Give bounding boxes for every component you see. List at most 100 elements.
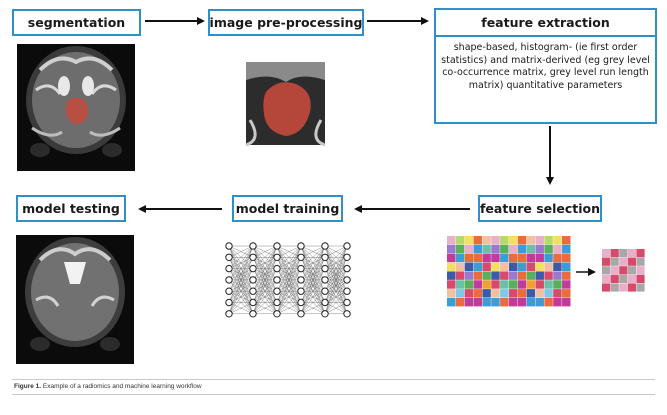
feature-matrix-cell bbox=[553, 253, 562, 263]
selected-feature-cell bbox=[610, 274, 619, 283]
feature-matrix-cell bbox=[500, 280, 509, 289]
nn-node bbox=[297, 264, 305, 273]
nn-connection bbox=[300, 245, 326, 281]
selected-feature-cell bbox=[627, 283, 636, 292]
feature-matrix-cell bbox=[455, 271, 465, 280]
stage-feature-selection-label: feature selection bbox=[479, 201, 601, 216]
feature-matrix-cell bbox=[455, 236, 465, 245]
nn-node bbox=[273, 310, 281, 318]
nn-node bbox=[249, 298, 257, 307]
nn-node bbox=[225, 310, 233, 318]
nn-node bbox=[225, 264, 233, 273]
nn-connection bbox=[252, 279, 278, 314]
feature-matrix-cell bbox=[562, 280, 571, 289]
nn-connection bbox=[228, 268, 254, 314]
feature-matrix-cell bbox=[473, 262, 482, 271]
nn-node bbox=[343, 287, 351, 295]
feature-matrix-cell bbox=[473, 289, 482, 298]
feature-matrix-cell bbox=[562, 253, 571, 263]
nn-connection bbox=[300, 245, 326, 258]
selected-feature-cell bbox=[619, 266, 628, 275]
nn-connection bbox=[276, 268, 302, 314]
feature-matrix-cell bbox=[447, 244, 456, 254]
feature-matrix-cell bbox=[464, 253, 474, 263]
nn-connection bbox=[300, 268, 326, 314]
nn-node bbox=[343, 264, 351, 273]
feature-matrix-cell bbox=[562, 262, 571, 271]
nn-connection bbox=[228, 245, 254, 281]
nn-connection bbox=[252, 245, 278, 292]
selected-feature-cell bbox=[636, 257, 645, 266]
feature-matrix-cell bbox=[473, 271, 482, 280]
nn-connection bbox=[276, 245, 302, 281]
feature-matrix-cell bbox=[544, 244, 553, 254]
nn-connection bbox=[324, 245, 348, 258]
feature-matrix-cell bbox=[508, 271, 518, 280]
feature-matrix-cell bbox=[464, 236, 474, 245]
feature-matrix-cell bbox=[464, 244, 474, 254]
feature-matrix-cell bbox=[447, 253, 456, 263]
feature-matrix-cell bbox=[447, 236, 456, 245]
feature-matrix-cell bbox=[500, 297, 509, 307]
nn-node bbox=[249, 276, 257, 284]
nn-node bbox=[273, 276, 281, 284]
feature-matrix-cell bbox=[517, 244, 527, 254]
feature-matrix-cell bbox=[482, 297, 491, 307]
figure-caption: Figure 1. Example of a radiomics and mac… bbox=[14, 383, 202, 390]
nn-connection bbox=[300, 245, 326, 269]
nn-connection bbox=[300, 257, 326, 314]
feature-matrix-cell bbox=[526, 244, 536, 254]
nn-connection bbox=[228, 279, 254, 314]
figure-caption-label: Figure 1. bbox=[14, 383, 42, 390]
feature-matrix-cell bbox=[535, 253, 544, 263]
feature-matrix-cell bbox=[482, 289, 491, 298]
nn-connection bbox=[276, 291, 302, 314]
nn-connection bbox=[300, 245, 326, 292]
feature-matrix-cell bbox=[491, 262, 500, 271]
nn-connection bbox=[228, 245, 254, 292]
nn-node bbox=[273, 298, 281, 307]
nn-node bbox=[249, 253, 257, 261]
selected-feature-cell bbox=[619, 283, 628, 292]
nn-node bbox=[225, 276, 233, 284]
nn-node bbox=[249, 310, 257, 318]
feature-matrix-cell bbox=[526, 289, 536, 298]
nn-connection bbox=[228, 245, 254, 303]
feature-matrix-cell bbox=[553, 289, 562, 298]
nn-connection bbox=[276, 245, 302, 269]
feature-matrix-cell bbox=[526, 262, 536, 271]
feature-matrix-cell bbox=[482, 271, 491, 280]
stage-image-preprocessing: image pre-processing bbox=[208, 9, 364, 36]
feature-matrix-cell bbox=[517, 289, 527, 298]
nn-node bbox=[225, 287, 233, 295]
stage-feature-extraction-label: feature extraction bbox=[436, 10, 655, 37]
stage-model-testing: model testing bbox=[16, 195, 126, 222]
nn-node bbox=[321, 287, 329, 295]
feature-matrix-cell bbox=[508, 297, 518, 307]
caption-top-rule bbox=[12, 379, 655, 380]
nn-connection bbox=[252, 245, 278, 269]
feature-matrix-cell bbox=[482, 253, 491, 263]
feature-matrix-cell bbox=[526, 271, 536, 280]
feature-matrix-cell bbox=[562, 271, 571, 280]
feature-matrix-cell bbox=[535, 289, 544, 298]
feature-matrix-cell bbox=[526, 297, 536, 307]
feature-matrix-cell bbox=[464, 262, 474, 271]
feature-matrix-cell bbox=[535, 280, 544, 289]
feature-matrix-cell bbox=[491, 289, 500, 298]
stage-model-training-label: model training bbox=[235, 201, 340, 216]
selected-feature-cell bbox=[610, 283, 619, 292]
nn-connection bbox=[276, 279, 302, 314]
feature-matrix-cell bbox=[455, 262, 465, 271]
stage-image-preprocessing-label: image pre-processing bbox=[209, 15, 363, 30]
nn-connection bbox=[324, 245, 348, 269]
nn-node bbox=[273, 264, 281, 273]
nn-connection bbox=[252, 268, 278, 314]
stage-model-training: model training bbox=[232, 195, 343, 222]
selected-feature-cell bbox=[602, 274, 611, 283]
nn-node bbox=[273, 253, 281, 261]
feature-matrix-cell bbox=[500, 244, 509, 254]
figure-caption-text: Example of a radiomics and machine learn… bbox=[42, 383, 202, 390]
feature-matrix-cell bbox=[482, 262, 491, 271]
